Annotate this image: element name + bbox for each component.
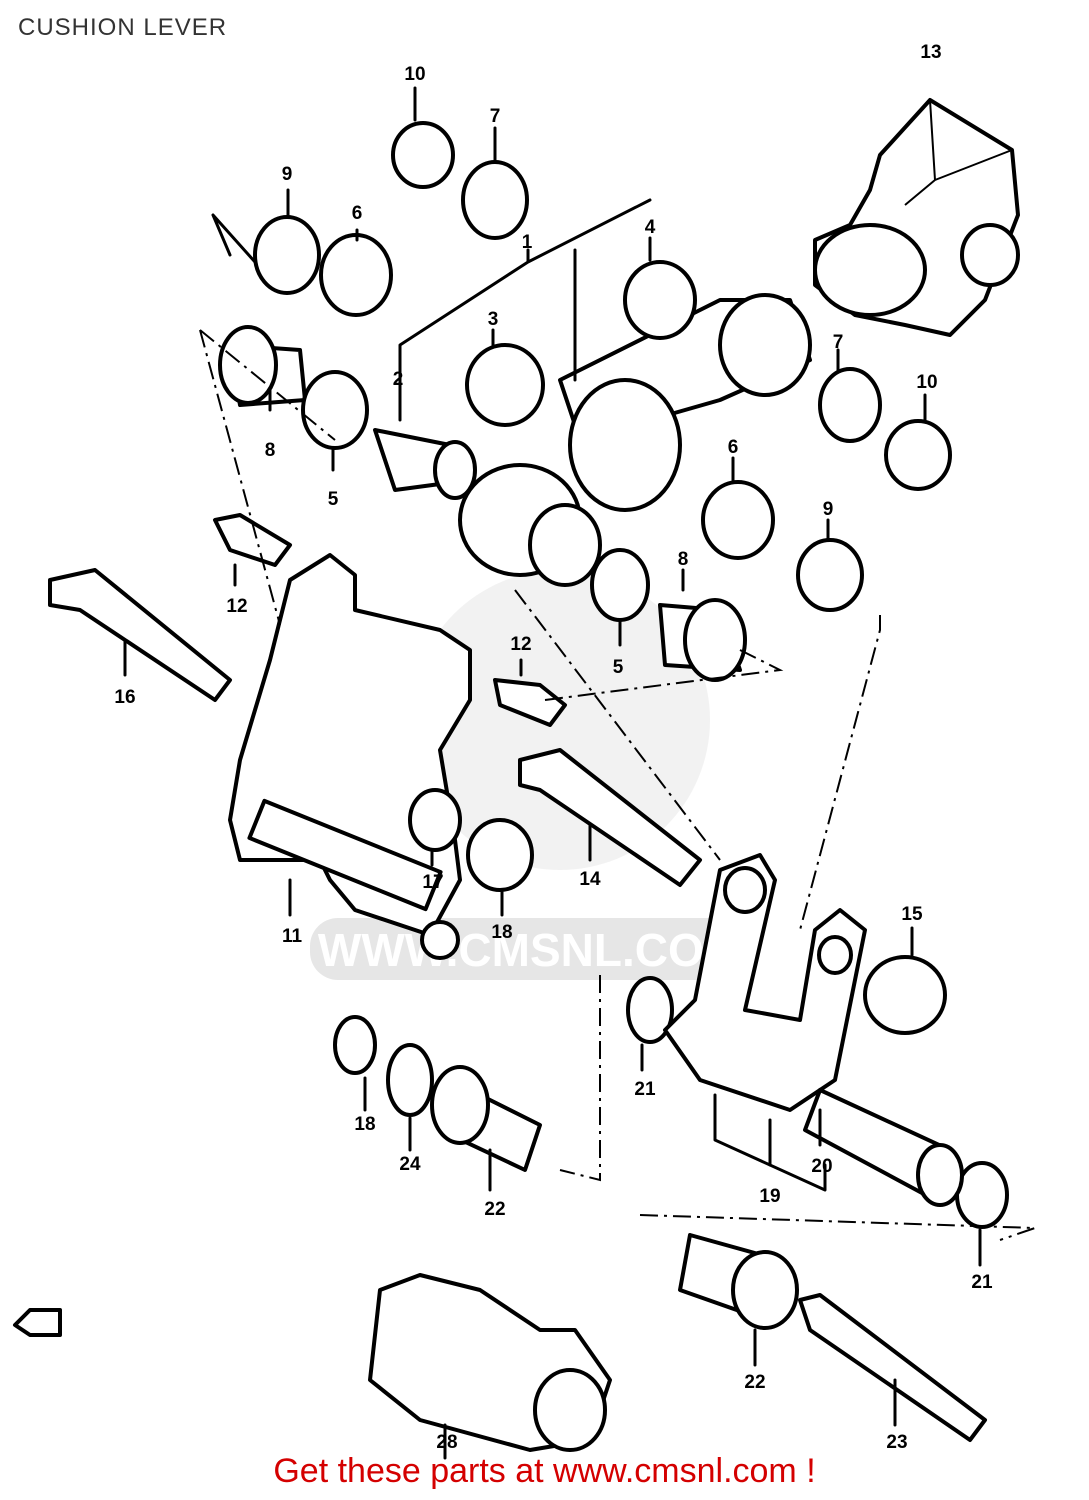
callout-22a: 22: [484, 1199, 505, 1220]
callout-12a: 12: [226, 596, 247, 617]
nuts-and-washers: [333, 788, 1009, 1229]
callout-17: 17: [422, 872, 443, 893]
callout-18b: 18: [354, 1114, 375, 1135]
leader-lines: [123, 86, 982, 1460]
page-title: CUSHION LEVER: [18, 14, 228, 41]
callout-22b: 22: [744, 1372, 765, 1393]
callout-21b: 21: [971, 1272, 993, 1293]
callout-13: 13: [920, 42, 941, 63]
callout-11: 11: [282, 926, 303, 947]
part-1-lever: [458, 293, 812, 587]
footer-link-text[interactable]: Get these parts at www.cmsnl.com !: [273, 1452, 816, 1490]
callout-19: 19: [759, 1186, 780, 1207]
bushings-and-seals: [218, 121, 952, 682]
part-19-link: [663, 853, 867, 1112]
callout-8a: 8: [265, 440, 276, 461]
callout-7a: 7: [490, 106, 501, 127]
callout-10b: 10: [916, 372, 937, 393]
part-11-mount-bracket: [228, 553, 472, 960]
callout-21a: 21: [634, 1079, 656, 1100]
part-13-bracket: [813, 98, 1020, 337]
callout-16: 16: [114, 687, 135, 708]
callout-5b: 5: [613, 657, 624, 678]
callout-2: 2: [393, 369, 404, 390]
callout-20: 20: [811, 1156, 832, 1177]
callout-9a: 9: [282, 164, 293, 185]
part-28-cover: [368, 1273, 612, 1452]
callout-18a: 18: [491, 922, 512, 943]
callout-9b: 9: [823, 499, 834, 520]
callout-7b: 7: [833, 332, 844, 353]
callout-15: 15: [901, 904, 923, 925]
callout-6a: 6: [352, 203, 363, 224]
bolts: [48, 513, 987, 1442]
callout-12b: 12: [510, 634, 531, 655]
front-arrow-icon: [13, 1308, 62, 1337]
callout-4: 4: [645, 217, 656, 238]
callout-labels: 1 2 3 4 5 5 6 6 7 7 8 8 9 9 10 10 11 12 …: [114, 42, 993, 1453]
center-lines: [199, 329, 1036, 1241]
callout-23: 23: [886, 1432, 907, 1453]
watermark-text: WWW.CMSNL.COM: [318, 924, 742, 976]
callout-24: 24: [399, 1154, 421, 1175]
spacers-and-collars: [430, 1065, 964, 1330]
callout-3: 3: [488, 309, 499, 330]
callout-5a: 5: [328, 489, 339, 510]
callout-14: 14: [579, 869, 601, 890]
callout-10a: 10: [404, 64, 425, 85]
callout-28: 28: [436, 1432, 457, 1453]
callout-8b: 8: [678, 549, 689, 570]
callout-6b: 6: [728, 437, 739, 458]
callout-1: 1: [522, 232, 533, 253]
